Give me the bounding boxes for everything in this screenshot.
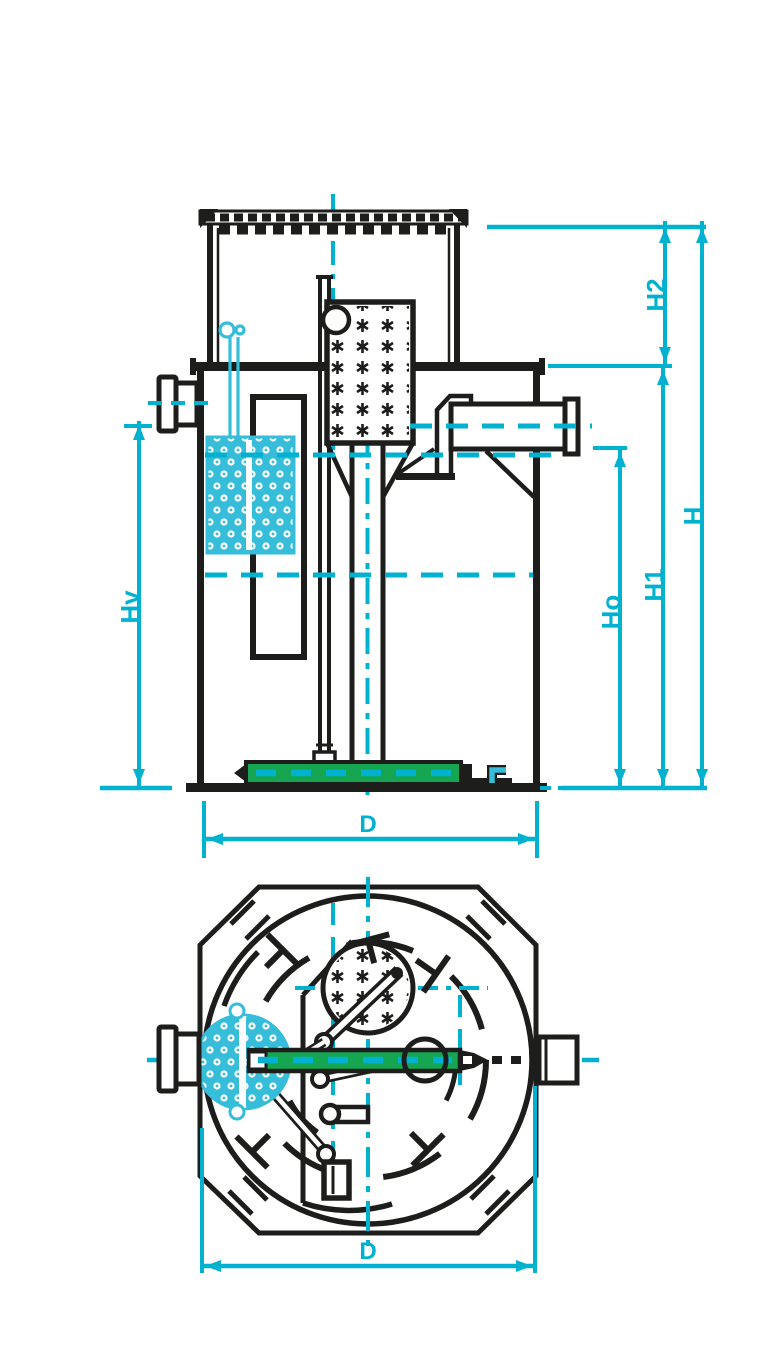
plan-dimension-D [200,1086,537,1273]
outlet-pipe-plan [536,1034,580,1086]
diffuser-plate-plan [194,1002,292,1121]
inlet-pipe-plan [156,1024,202,1094]
elevation-dimensions [100,221,708,858]
lifting-hook-icon [218,321,236,339]
plan-fittings [318,1102,371,1201]
pump-eye-icon [320,304,352,336]
air-elbow-icon [489,767,506,783]
dim-label-Hv: Hv [115,590,145,624]
dim-arrows [133,228,708,784]
outlet-support-strut [484,449,536,499]
hopper-cone-right [381,441,415,499]
dim-D-elevation [202,801,539,858]
outlet-elbow-seat [396,473,455,480]
pivot-ring-icon [401,1036,449,1084]
aeration-bar-plan [246,1036,537,1084]
hopper-cone-left [324,442,355,498]
tank-floor [186,783,547,792]
corner-ties [227,899,511,1216]
dim-label-H: H [678,507,708,526]
tank-shell [186,371,547,792]
water-level-lines [148,401,592,578]
dimension-labels: H2 H H1 Ho Hv D D [115,278,708,1265]
dim-label-D-plan: D [359,1238,376,1265]
plan-view [147,877,601,1250]
pump-column [312,275,415,765]
riser-pipe [218,321,246,437]
dim-label-D-elevation: D [359,811,376,838]
dim-label-H2: H2 [641,278,671,311]
outlet-pipe [396,393,581,499]
aeration-bar [234,760,512,786]
dim-label-Ho: Ho [596,595,626,630]
tank-lid [198,209,469,365]
pump-motor-unit [320,299,416,446]
dim-label-H1: H1 [639,568,669,601]
elevation-view [148,194,592,795]
